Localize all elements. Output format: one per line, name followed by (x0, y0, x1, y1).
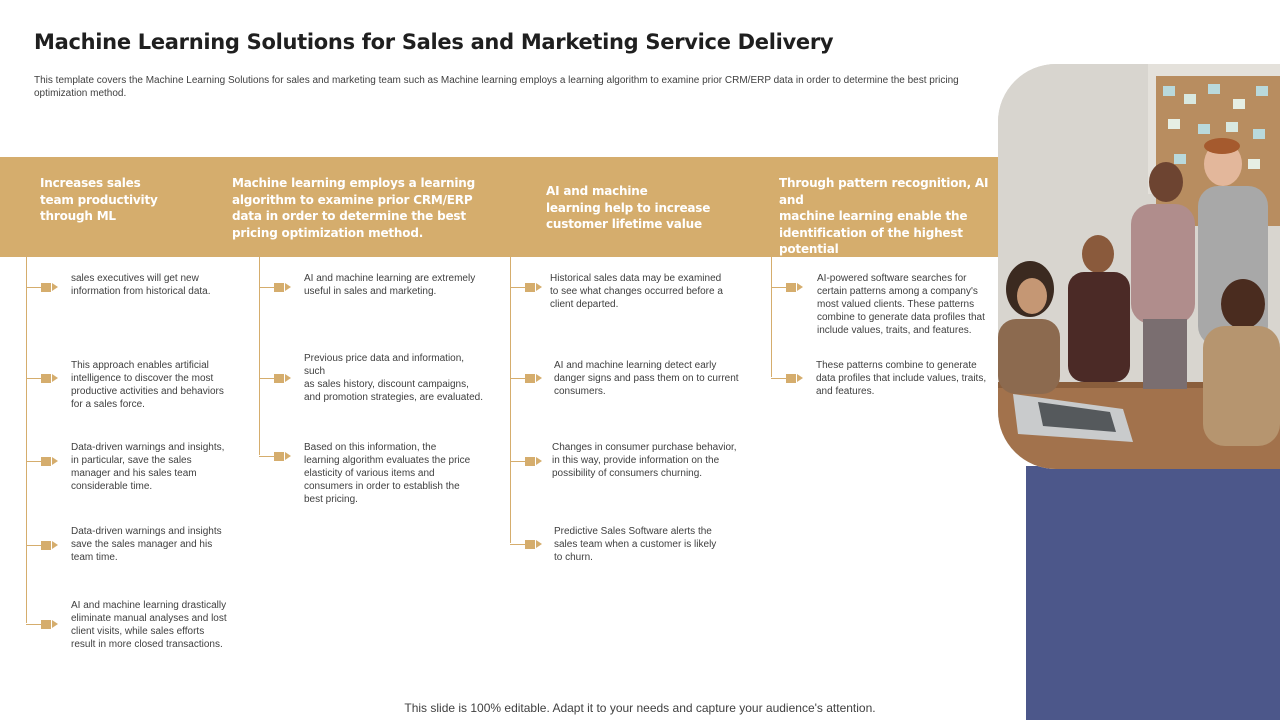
column-3-heading: AI and machine learning help to increase… (546, 184, 711, 231)
timeline-line-1 (26, 257, 27, 623)
list-item: Data-driven warnings and insights, in pa… (71, 442, 225, 492)
list-item: This approach enables artificial intelli… (71, 360, 224, 410)
list-item: Data-driven warnings and insights save t… (71, 526, 222, 563)
slide-title: Machine Learning Solutions for Sales and… (34, 30, 834, 54)
list-item: sales executives will get new informatio… (71, 273, 211, 297)
timeline-line-4 (771, 257, 772, 377)
timeline-line-3 (510, 257, 511, 543)
list-item: Historical sales data may be examined to… (550, 273, 723, 310)
list-item: AI and machine learning detect early dan… (554, 360, 739, 397)
column-1-heading: Increases sales team productivity throug… (40, 176, 158, 223)
list-item: AI and machine learning are extremely us… (304, 273, 476, 297)
team-meeting-photo (998, 64, 1280, 469)
slide-subtitle: This template covers the Machine Learnin… (34, 75, 959, 99)
list-item: These patterns combine to generate data … (816, 360, 987, 397)
header-band: Increases sales team productivity throug… (0, 157, 998, 273)
list-item: Based on this information, the learning … (304, 442, 471, 505)
list-item: Previous price data and information, suc… (304, 353, 483, 403)
footer-note: This slide is 100% editable. Adapt it to… (404, 701, 876, 715)
column-4-heading: Through pattern recognition, AI and mach… (779, 176, 989, 273)
list-item: AI-powered software searches for certain… (817, 273, 985, 336)
timeline-line-2 (259, 257, 260, 455)
decorative-navy-panel (1026, 466, 1280, 720)
list-item: AI and machine learning drastically elim… (71, 600, 227, 650)
column-2-heading: Machine learning employs a learning algo… (232, 176, 475, 240)
list-item: Changes in consumer purchase behavior, i… (552, 442, 737, 479)
list-item: Predictive Sales Software alerts the sal… (554, 526, 717, 563)
